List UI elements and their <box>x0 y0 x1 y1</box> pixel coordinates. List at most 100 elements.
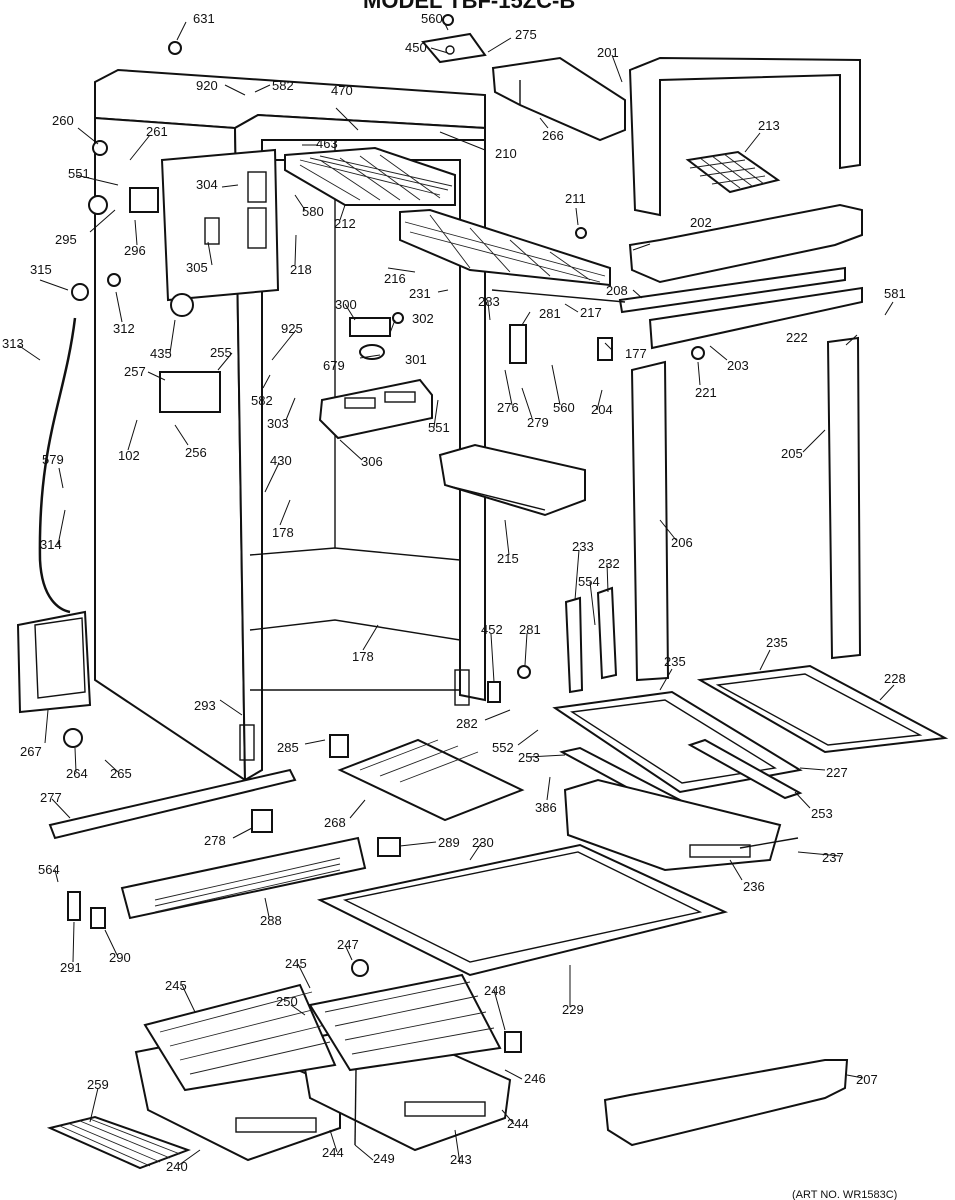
model-title: MODEL TBF-15ZC-B <box>363 0 575 13</box>
callout-231: 231 <box>409 286 431 301</box>
callout-312: 312 <box>113 321 135 336</box>
callout-216: 216 <box>384 271 406 286</box>
callout-551: 551 <box>428 420 450 435</box>
ice-tray <box>685 150 781 194</box>
callout-256: 256 <box>185 445 207 460</box>
callout-266: 266 <box>542 128 564 143</box>
callout-259: 259 <box>87 1077 109 1092</box>
callout-560: 560 <box>421 11 443 26</box>
callout-243: 243 <box>450 1152 472 1167</box>
callout-560: 560 <box>553 400 575 415</box>
callout-304: 304 <box>196 177 218 192</box>
callout-248: 248 <box>484 983 506 998</box>
callout-552: 552 <box>492 740 514 755</box>
callout-233: 233 <box>572 539 594 554</box>
callout-291: 291 <box>60 960 82 975</box>
callout-289: 289 <box>438 835 460 850</box>
callout-303: 303 <box>267 416 289 431</box>
callout-288: 288 <box>260 913 282 928</box>
callout-925: 925 <box>281 321 303 336</box>
callout-178: 178 <box>272 525 294 540</box>
drawer-mat <box>46 1115 191 1170</box>
callout-268: 268 <box>324 815 346 830</box>
callout-244: 244 <box>322 1145 344 1160</box>
light-housing <box>318 378 433 440</box>
door-rack-207 <box>603 1059 849 1147</box>
callout-227: 227 <box>826 765 848 780</box>
dairy-bin <box>438 443 586 517</box>
callout-306: 306 <box>361 454 383 469</box>
callout-450: 450 <box>405 40 427 55</box>
callout-260: 260 <box>52 113 74 128</box>
door-shelf <box>628 203 863 284</box>
callout-261: 261 <box>146 124 168 139</box>
callout-386: 386 <box>535 800 557 815</box>
callout-228: 228 <box>884 671 906 686</box>
callout-230: 230 <box>472 835 494 850</box>
door-gasket-strip <box>826 336 862 660</box>
crisper-lid-right <box>308 973 502 1072</box>
callout-313: 313 <box>2 336 24 351</box>
callout-435: 435 <box>150 346 172 361</box>
callout-275: 275 <box>515 27 537 42</box>
callout-212: 212 <box>334 216 356 231</box>
insulation-bracket <box>16 610 92 714</box>
drain-tube <box>38 317 77 614</box>
callout-315: 315 <box>30 262 52 277</box>
callout-581: 581 <box>884 286 906 301</box>
callout-278: 278 <box>204 833 226 848</box>
callout-208: 208 <box>606 283 628 298</box>
callout-463: 463 <box>316 136 338 151</box>
top-hinge <box>421 32 487 64</box>
callout-250: 250 <box>276 994 298 1009</box>
glass-shelf-228 <box>696 664 949 754</box>
callout-296: 296 <box>124 243 146 258</box>
callout-102: 102 <box>118 448 140 463</box>
shelf-ladders <box>564 586 618 694</box>
callout-246: 246 <box>524 1071 546 1086</box>
callout-564: 564 <box>38 862 60 877</box>
hardware-small-parts <box>63 14 705 1146</box>
callout-235: 235 <box>766 635 788 650</box>
callout-579: 579 <box>42 452 64 467</box>
callout-582: 582 <box>251 393 273 408</box>
breaker-strip <box>630 360 670 682</box>
bottom-rail <box>48 768 297 840</box>
callout-285: 285 <box>277 740 299 755</box>
callout-282: 282 <box>456 716 478 731</box>
callout-245: 245 <box>165 978 187 993</box>
divider-strips <box>618 266 863 350</box>
callout-253: 253 <box>811 806 833 821</box>
control-panel <box>160 148 280 317</box>
callout-247: 247 <box>337 937 359 952</box>
callout-245: 245 <box>285 956 307 971</box>
callout-430: 430 <box>270 453 292 468</box>
callout-582: 582 <box>272 78 294 93</box>
callout-295: 295 <box>55 232 77 247</box>
callout-293: 293 <box>194 698 216 713</box>
callout-267: 267 <box>20 744 42 759</box>
callout-631: 631 <box>193 11 215 26</box>
callout-201: 201 <box>597 45 619 60</box>
callout-920: 920 <box>196 78 218 93</box>
callout-236: 236 <box>743 879 765 894</box>
callout-314: 314 <box>40 537 62 552</box>
callout-235: 235 <box>664 654 686 669</box>
art-number-note: (ART NO. WR1583C) <box>792 1189 897 1200</box>
callout-679: 679 <box>323 358 345 373</box>
callout-237: 237 <box>822 850 844 865</box>
callout-305: 305 <box>186 260 208 275</box>
ice-bin <box>491 56 626 142</box>
callout-244: 244 <box>507 1116 529 1131</box>
callout-213: 213 <box>758 118 780 133</box>
callout-204: 204 <box>591 402 613 417</box>
freezer-shelf <box>284 146 456 206</box>
callout-300: 300 <box>335 297 357 312</box>
callout-255: 255 <box>210 345 232 360</box>
callout-277: 277 <box>40 790 62 805</box>
callout-210: 210 <box>495 146 517 161</box>
wire-shelf <box>399 208 611 287</box>
callout-283: 283 <box>478 294 500 309</box>
callout-470: 470 <box>331 83 353 98</box>
